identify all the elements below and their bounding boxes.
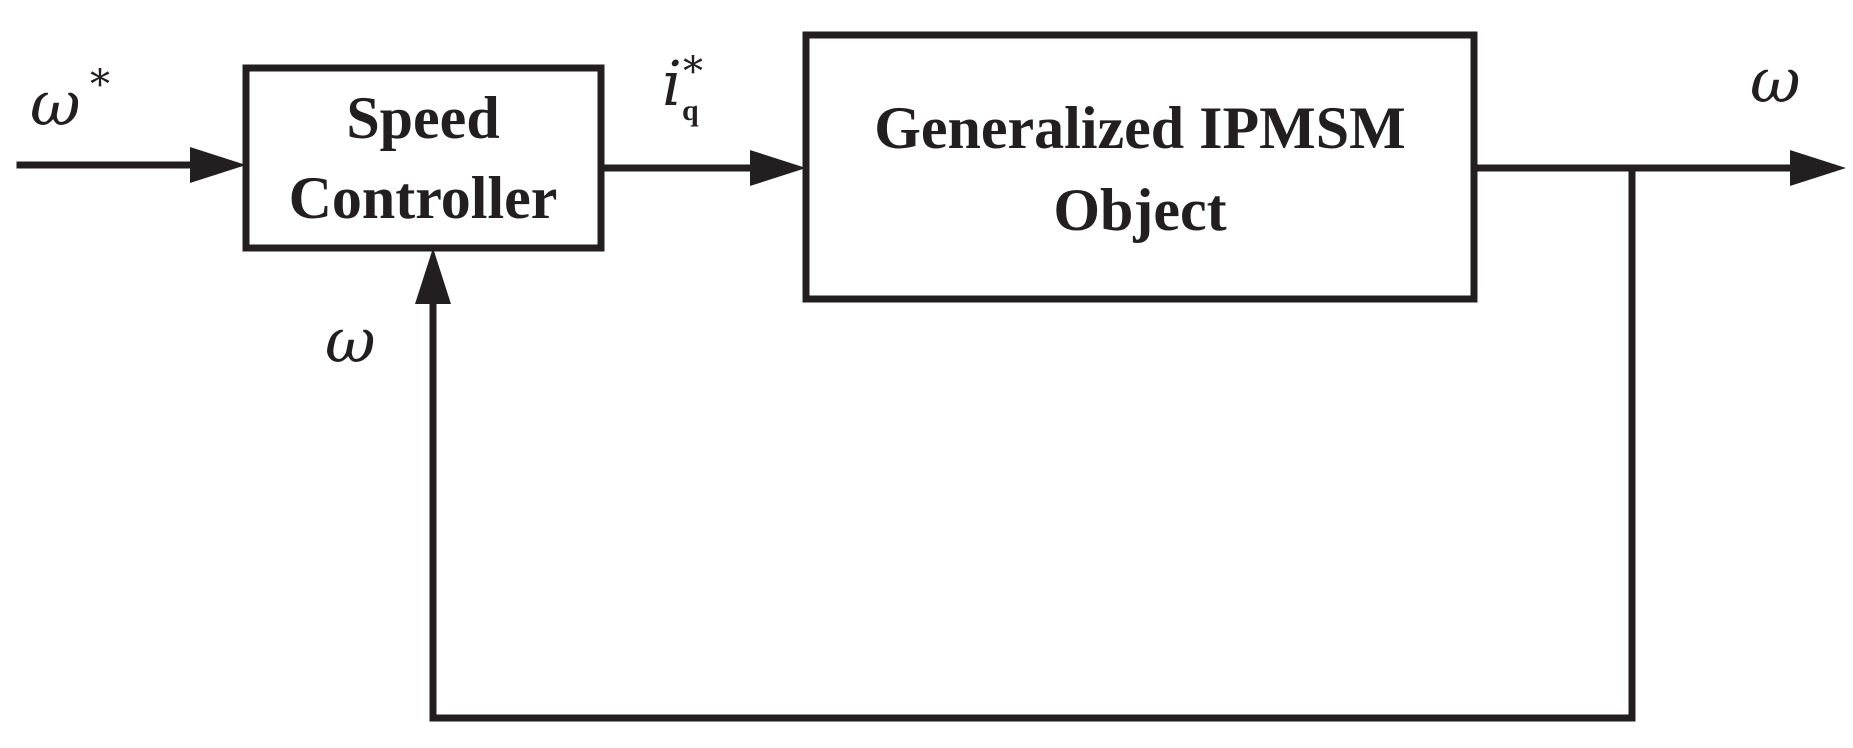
current-reference-symbol: i [662, 47, 682, 120]
plant-input-arrowhead [750, 150, 806, 186]
speed-controller-label-line1: Speed [346, 85, 499, 151]
output-arrowhead [1790, 150, 1846, 186]
speed-controller-label-line2: Controller [289, 165, 558, 231]
feedback-speed-label: ω [325, 304, 376, 377]
speed-controller-block [242, 64, 605, 252]
ipmsm-label-line1: Generalized IPMSM [874, 95, 1406, 161]
feedback-wire [429, 164, 1636, 722]
current-reference-superscript: * [683, 49, 703, 95]
feedback-arrowhead [415, 248, 451, 304]
ipmsm-label-line2: Object [1053, 177, 1226, 243]
output-speed-label: ω [1750, 44, 1801, 117]
reference-speed-label: ω * [30, 62, 110, 140]
current-reference-subscript: q [682, 94, 699, 127]
current-reference-label: i * q [662, 47, 703, 127]
reference-speed-symbol: ω [30, 67, 81, 140]
ipmsm-object-block [802, 31, 1478, 303]
input-arrowhead [190, 147, 246, 183]
reference-speed-superscript: * [90, 62, 110, 108]
